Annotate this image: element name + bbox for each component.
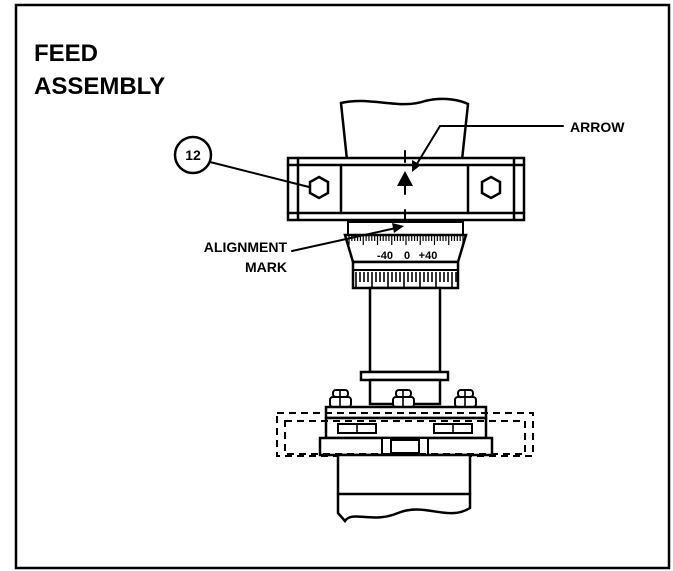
alignment-mark-label-line-2: MARK (245, 259, 287, 275)
right-hex-bolt-icon (480, 175, 502, 200)
dial-label-plus-40: +40 (419, 250, 438, 262)
svg-text:12: 12 (185, 147, 201, 163)
upper-shaft (339, 97, 470, 162)
callout-12: 12 (173, 135, 310, 188)
arrow-label: ARROW (570, 119, 625, 135)
mounting-bolt-left-icon (329, 389, 352, 408)
figure-title-line-1: FEED (34, 40, 98, 67)
knurled-knob (351, 260, 460, 290)
alignment-leader-head (392, 223, 404, 233)
figure-border (14, 3, 671, 570)
arrow-leader-head (412, 160, 421, 172)
alignment-mark-label-line-1: ALIGNMENT (204, 239, 288, 255)
graduated-dial: -40 0 +40 (343, 221, 468, 264)
dial-label-zero: 0 (404, 250, 410, 262)
feed-stem (359, 286, 450, 406)
base-plate (318, 405, 494, 457)
alignment-leader-line (291, 227, 397, 252)
mounting-bolt-center-icon (392, 389, 415, 408)
arrow-leader-line-2 (414, 125, 441, 168)
dial-label-minus-40: -40 (377, 250, 393, 262)
lower-body (336, 453, 472, 524)
figure-title-line-2: ASSEMBLY (34, 73, 165, 100)
left-hex-bolt-icon (308, 175, 330, 200)
mounting-bolt-right-icon (454, 389, 477, 408)
